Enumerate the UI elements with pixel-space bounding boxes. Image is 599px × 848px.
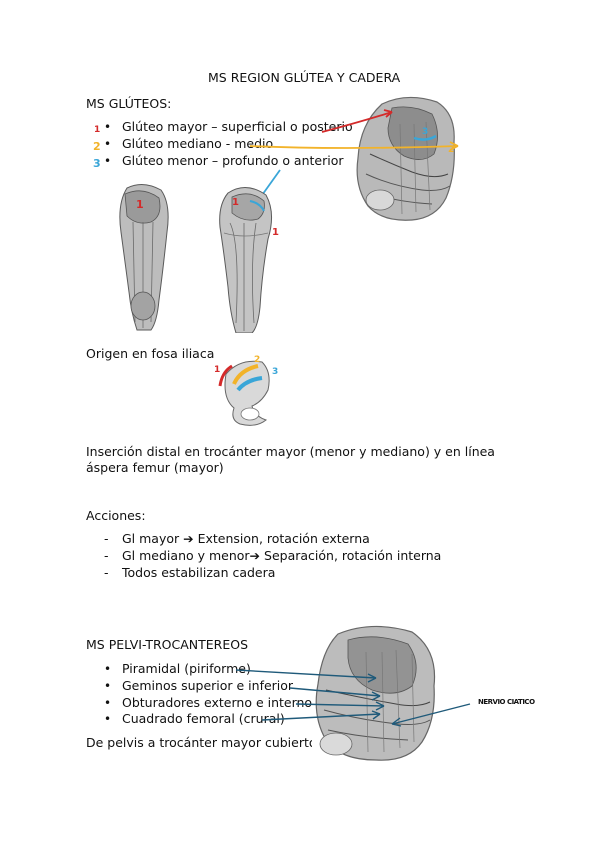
actions-heading: Acciones: xyxy=(86,508,146,523)
bullet-icon: • xyxy=(104,154,112,168)
action-item: Gl mediano y menor➔ Separación, rotación… xyxy=(122,548,442,563)
leg-illustration-posterior: 1 xyxy=(113,182,173,332)
pelvis-illustration: 1 2 3 xyxy=(210,350,284,428)
pelvis-mark-2: 2 xyxy=(254,355,260,365)
list-item-piramidal: Piramidal (piriforme) xyxy=(122,661,251,676)
bullet-icon: • xyxy=(104,712,112,726)
origin-text: Origen en fosa iliaca xyxy=(86,346,215,361)
pelvi-heading: MS PELVI-TROCANTEREOS xyxy=(86,637,248,652)
bullet-icon: • xyxy=(104,662,112,676)
action-item: Gl mayor ➔ Extension, rotación externa xyxy=(122,531,370,546)
bullet-icon: • xyxy=(104,120,112,134)
bullet-icon: • xyxy=(104,137,112,151)
list-item-gluteo-mediano: Glúteo mediano - medio xyxy=(122,136,274,151)
pelvis-mark-1: 1 xyxy=(214,365,220,375)
illustration-mark-3: 3 xyxy=(422,127,428,137)
insertion-line-1: Inserción distal en trocánter mayor (men… xyxy=(86,444,495,459)
pelvi-note: De pelvis a trocánter mayor cubierto xyxy=(86,735,317,750)
illustration-mark-1: 1 xyxy=(136,198,144,211)
mark-2: 2 xyxy=(93,140,101,153)
pelvis-mark-3: 3 xyxy=(272,367,278,377)
insertion-line-2: áspera femur (mayor) xyxy=(86,460,224,475)
illustration-mark-1c: 1 xyxy=(272,227,279,238)
mark-1: 1 xyxy=(94,125,101,135)
bullet-icon: • xyxy=(104,679,112,693)
illustration-mark-1b: 1 xyxy=(232,197,239,208)
list-item-gluteo-menor: Glúteo menor – profundo o anterior xyxy=(122,153,344,168)
action-item: Todos estabilizan cadera xyxy=(122,565,276,580)
nervio-ciatico-annotation: NERVIO CIATICO xyxy=(478,698,535,706)
page-title: MS REGION GLÚTEA Y CADERA xyxy=(208,70,401,85)
mark-3: 3 xyxy=(93,157,101,170)
dash-icon: - xyxy=(104,565,109,580)
dash-icon: - xyxy=(104,548,109,563)
list-item-gluteo-mayor: Glúteo mayor – superficial o posterior xyxy=(122,119,358,134)
list-item-cuadrado-femoral: Cuadrado femoral (crural) xyxy=(122,711,285,726)
bullet-icon: • xyxy=(104,696,112,710)
dash-icon: - xyxy=(104,531,109,546)
list-item-geminos: Geminos superior e inferior xyxy=(122,678,294,693)
list-item-obturadores: Obturadores externo e interno xyxy=(122,695,313,710)
leg-illustration-deep: 1 1 xyxy=(210,183,282,333)
gluteos-heading: MS GLÚTEOS: xyxy=(86,96,172,111)
